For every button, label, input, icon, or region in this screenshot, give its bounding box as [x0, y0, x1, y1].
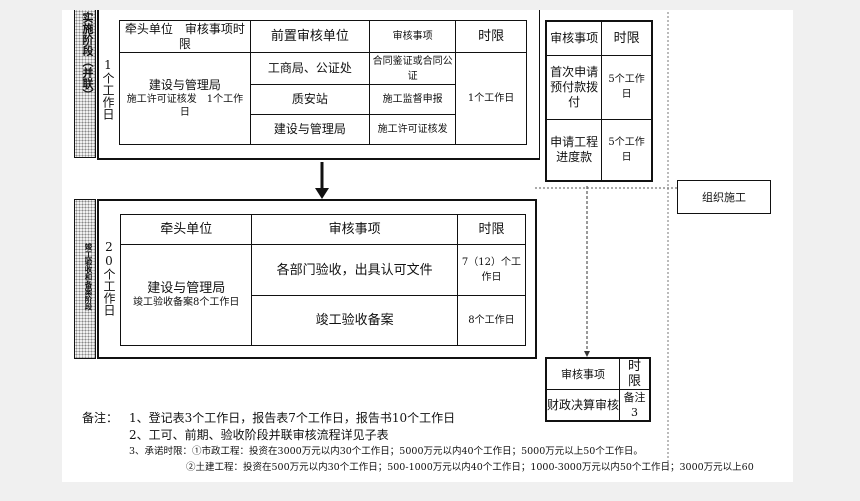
stage1-lead-item: 施工许可证核发 1个工作日: [126, 94, 244, 118]
stage2-lead-cell: 建设与管理局 竣工验收备案8个工作日: [119, 244, 253, 346]
payment-row-time: 5个工作日: [601, 118, 653, 182]
stage2-side-label-box: [74, 199, 96, 359]
final-col-time: 时限: [619, 357, 651, 390]
final-label: 财政决算审核: [545, 389, 621, 422]
stage1-side-label-box: [74, 10, 96, 158]
stage2-table: 牵头单位 审核事项 时限 建设与管理局 竣工验收备案8个工作日 各部门验收，出具…: [119, 214, 527, 346]
stage2-col-time: 时限: [456, 214, 527, 245]
stage1-row-unit: 质安站: [249, 84, 371, 115]
notes-line-1: 1、登记表3个工作日，报告表7个工作日，报告书10个工作日: [129, 411, 456, 425]
stage1-row-item: 施工许可证核发: [369, 114, 457, 145]
stage1-row-unit: 工商局、公证处: [249, 52, 371, 85]
stage2-row-time: 8个工作日: [456, 295, 527, 346]
stage2-row-time: 7（12）个工作日: [456, 244, 527, 296]
final-audit-table: 审核事项 时限 财政决算审核 备注3: [545, 357, 651, 422]
notes-line-4: ②土建工程：投资在500万元以内30个工作日；500-1000万元以内40个工作…: [186, 462, 754, 473]
stage1-time: 1个工作日: [455, 52, 527, 145]
stage1-row-item: 施工监督申报: [369, 84, 457, 115]
stage2-frame: [97, 199, 537, 359]
stage2-duration: 20个工作日: [102, 240, 116, 316]
notes-line-3: 3、承诺时限：①市政工程：投资在3000万元以内30个工作日；5000万元以内4…: [129, 446, 643, 457]
payment-row-item: 申请工程进度款: [545, 118, 603, 182]
stage1-lead-cell: 建设与管理局 施工许可证核发 1个工作日: [119, 52, 251, 145]
payment-row-item: 首次申请预付款拨付: [545, 54, 603, 120]
stage1-col-time: 时限: [455, 20, 527, 53]
stage2-row-item: 竣工验收备案: [251, 295, 458, 346]
final-time: 备注3: [619, 389, 651, 422]
stage1-lead-unit: 建设与管理局: [148, 78, 221, 92]
payment-col-item: 审核事项: [545, 20, 603, 56]
notes-line-2: 2、工可、前期、验收阶段并联审核流程详见子表: [129, 428, 389, 442]
organize-construction-box: 组织施工: [677, 180, 771, 214]
stage2-col-item: 审核事项: [251, 214, 458, 245]
final-col-item: 审核事项: [545, 357, 621, 390]
stage1-table: 牵头单位 审核事项时限 前置审核单位 审核事项 时限 建设与管理局 施工许可证核…: [119, 20, 527, 145]
stage2-lead-unit: 建设与管理局: [147, 281, 226, 296]
organize-construction-label: 组织施工: [702, 191, 746, 204]
stage2-col-lead: 牵头单位: [119, 214, 253, 245]
payment-table: 审核事项 时限 首次申请预付款拨付 5个工作日 申请工程进度款 5个工作日: [545, 20, 653, 182]
stage1-duration: 1个工作日: [101, 58, 115, 120]
stage1-row-unit: 建设与管理局: [249, 114, 371, 145]
stage2-lead-item: 竣工验收备案8个工作日: [133, 297, 240, 308]
stage2-row-item: 各部门验收，出具认可文件: [251, 244, 458, 296]
stage1-frame: [97, 10, 540, 160]
payment-col-time: 时限: [601, 20, 653, 56]
stage1-side-label: 实施阶段（并联）: [81, 12, 94, 100]
stage2-side-label: 竣工验收和备案阶段: [84, 243, 93, 311]
notes-title: 备注：: [82, 411, 119, 425]
